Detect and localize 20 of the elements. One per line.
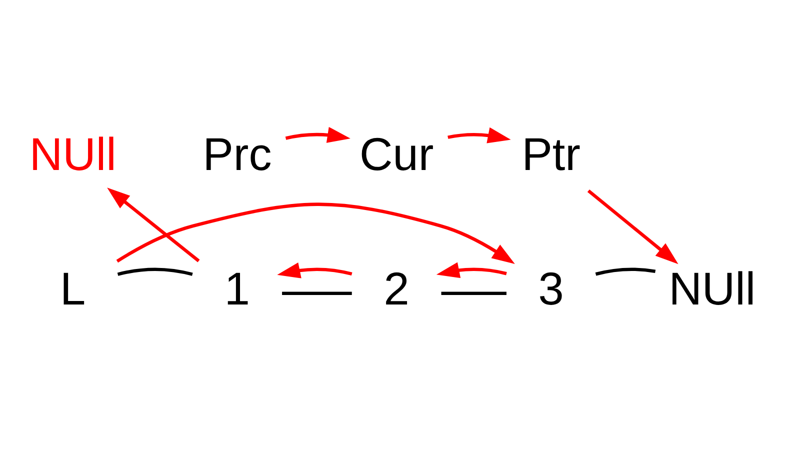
connector <box>595 267 656 276</box>
arrow <box>436 262 507 278</box>
node-text: 1 <box>224 262 250 314</box>
arrow <box>277 262 352 278</box>
node-text: Ptr <box>522 127 580 180</box>
arrow <box>116 202 515 264</box>
arrow <box>107 187 200 262</box>
node-text: L <box>60 262 86 314</box>
connector <box>441 291 506 295</box>
connector <box>282 291 352 295</box>
node-text: Cur <box>360 127 434 180</box>
connector <box>117 267 193 276</box>
node-text: Prc <box>202 127 272 180</box>
node-text: 3 <box>538 262 564 314</box>
arrow <box>587 188 678 264</box>
node-text: NUll <box>668 262 756 314</box>
arrow <box>285 126 350 142</box>
node-text: 2 <box>384 262 410 314</box>
arrow <box>448 126 511 143</box>
node-text: NUll <box>29 127 116 180</box>
